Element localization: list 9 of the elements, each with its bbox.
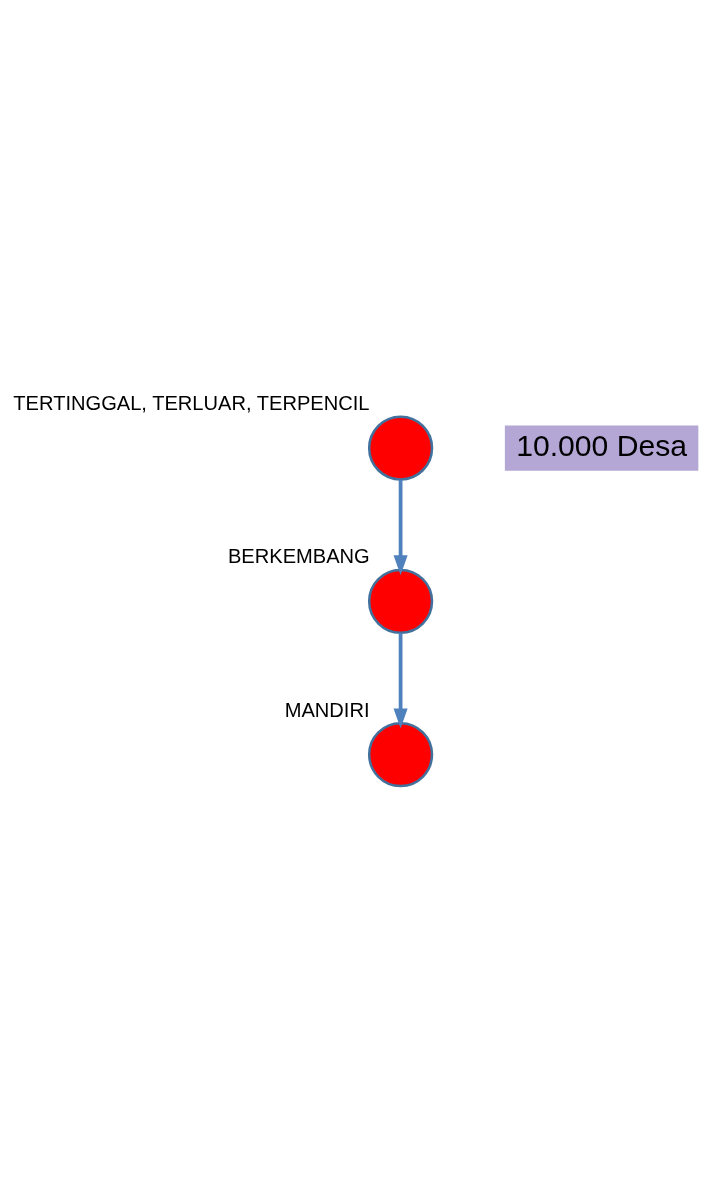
- node-circle: [367, 415, 434, 481]
- node-circle: [367, 721, 434, 788]
- node-label: BERKEMBANG: [227, 545, 370, 568]
- arrow: [393, 633, 408, 729]
- node-label: MANDIRI: [284, 698, 370, 721]
- label: 10.000 Desa: [516, 428, 688, 462]
- node-label: TERTINGGAL, TERLUAR, TERPENCIL: [13, 392, 370, 415]
- node-circle: [367, 568, 434, 634]
- arrow: [393, 479, 408, 576]
